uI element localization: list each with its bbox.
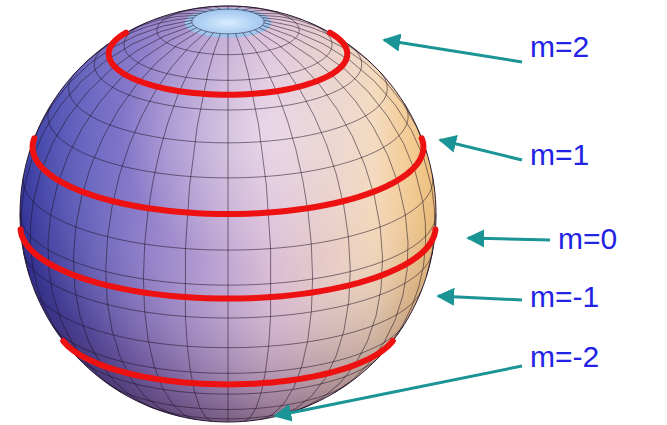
pointer-arrows <box>275 40 550 416</box>
pointer-arrow <box>440 140 522 160</box>
latitude-ring <box>63 341 393 384</box>
quantum-number-label: m=0 <box>558 222 617 256</box>
latitude-ring <box>21 229 436 298</box>
pointer-arrow <box>384 40 522 62</box>
polar-cap <box>185 8 271 38</box>
grid-lines <box>20 6 436 422</box>
latitude-ring <box>33 138 424 214</box>
sphere-body <box>20 6 436 422</box>
pointer-arrow <box>438 296 522 300</box>
quantum-number-label: m=2 <box>530 30 589 64</box>
pointer-arrow <box>275 366 522 416</box>
quantum-number-label: m=-1 <box>530 280 599 314</box>
quantum-number-label: m=1 <box>530 138 589 172</box>
quantum-number-label: m=-2 <box>530 340 599 374</box>
pointer-arrow <box>468 238 550 240</box>
sphere-shading <box>20 6 436 422</box>
sphere <box>20 6 436 422</box>
latitude-ring <box>109 33 348 95</box>
sphere-outline <box>20 6 436 422</box>
